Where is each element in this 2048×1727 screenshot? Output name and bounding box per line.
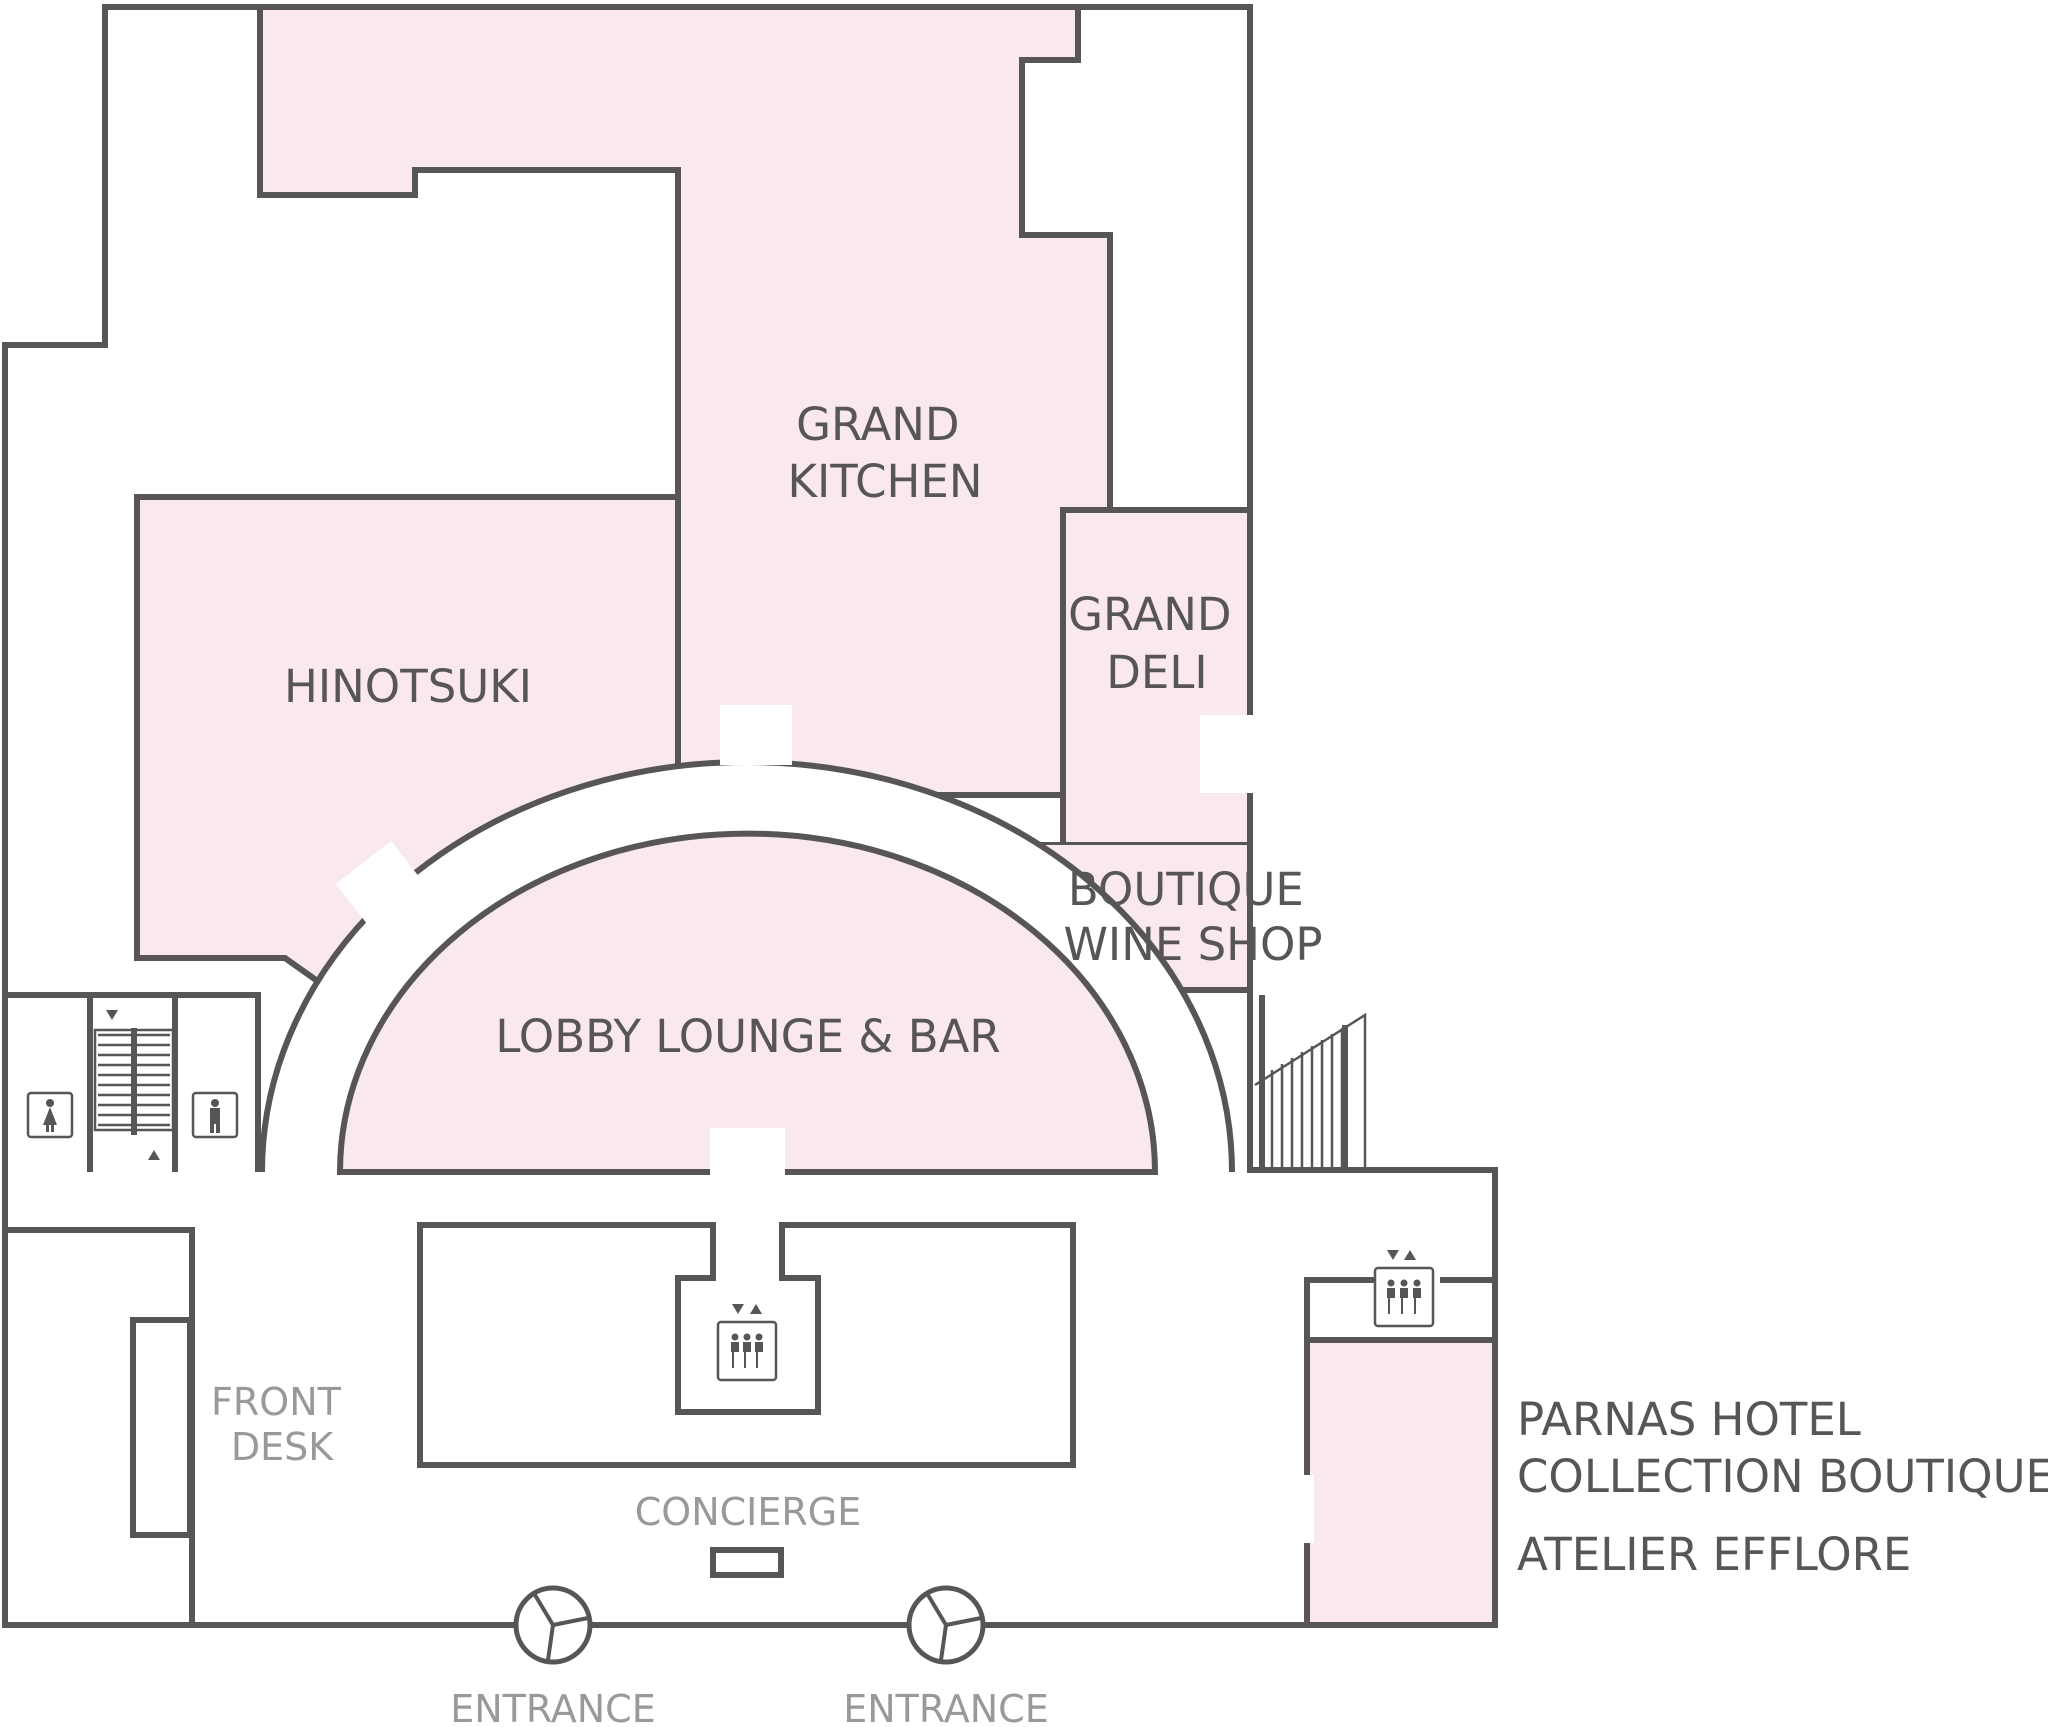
front-desk-counter[interactable] (130, 1317, 193, 1538)
parnas-boutique-label: PARNAS HOTEL COLLECTION BOUTIQUE (1517, 1393, 2048, 1503)
boutique-entry-gap (1300, 1475, 1314, 1543)
revolving-door-icon[interactable] (906, 1585, 986, 1665)
deli-side-door[interactable] (1200, 715, 1258, 793)
front-desk-label: FRONT DESK (211, 1380, 353, 1469)
escalator-icon[interactable] (93, 1010, 175, 1160)
concierge-label: CONCIERGE (635, 1490, 861, 1534)
atelier-efflore-label: ATELIER EFFLORE (1517, 1528, 1911, 1581)
entrance-label-left: ENTRANCE (450, 1687, 655, 1727)
revolving-door-icon[interactable] (513, 1585, 593, 1665)
elevator-core (417, 1222, 1076, 1468)
arcade-door-left[interactable] (335, 840, 435, 940)
lobby-lounge-bar-area[interactable] (336, 830, 1159, 1175)
escalator-icon[interactable] (1254, 995, 1367, 1172)
grand-kitchen-label: GRAND KITCHEN (788, 398, 983, 508)
arcade-door-top[interactable] (720, 705, 792, 765)
male-restroom-icon (191, 1091, 239, 1139)
hinotsuki-label: HINOTSUKI (284, 660, 532, 713)
arcade-door-bottom[interactable] (710, 1128, 785, 1178)
entrance-label-right: ENTRANCE (843, 1687, 1048, 1727)
elevator-icon[interactable] (1373, 1250, 1435, 1328)
elevator-icon[interactable] (716, 1304, 778, 1382)
restroom-block (5, 992, 261, 1172)
boutique-wine-shop-label: BOUTIQUE WINE SHOP (1063, 863, 1322, 971)
female-restroom-icon (26, 1091, 74, 1139)
concierge-desk[interactable] (710, 1547, 784, 1578)
grand-deli-label: GRAND DELI (1068, 588, 1246, 699)
lobby-lounge-bar-label: LOBBY LOUNGE & BAR (495, 1010, 1000, 1063)
parnas-boutique-area[interactable] (1304, 1337, 1498, 1628)
